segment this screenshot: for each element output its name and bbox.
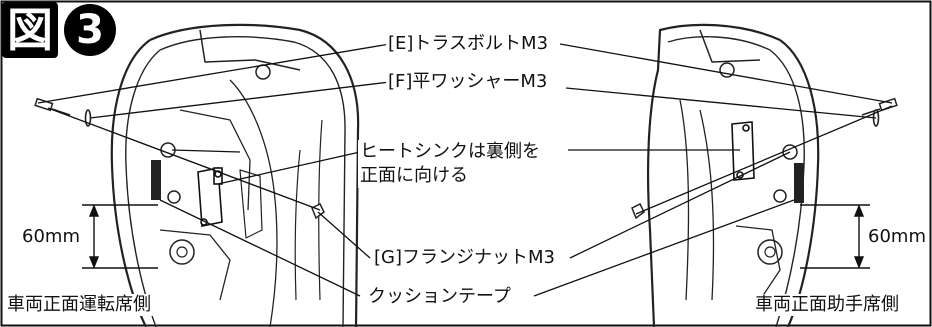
callout-flange-nut: [G]フランジナットM3 (372, 247, 557, 269)
right-cushion-tape (794, 163, 804, 203)
left-mirror-housing (110, 23, 360, 327)
right-mirror-housing (646, 23, 820, 327)
callout-truss-bolt: [E]トラスボルトM3 (386, 33, 551, 55)
caption-passenger-side: 車両正面助手席側 (752, 294, 902, 316)
left-leader-lines (37, 43, 391, 297)
left-heatsink (197, 167, 223, 227)
left-cushion-tape (151, 160, 161, 200)
callout-heatsink: ヒートシンクは裏側を 正面に向ける (358, 140, 542, 188)
figure-kanji: 図 (2, 2, 58, 58)
callout-flat-washer: [F]平ワッシャーM3 (386, 71, 550, 93)
dimension-left-label: 60mm (20, 226, 82, 248)
callout-cushion-tape: クッションテープ (366, 286, 513, 308)
caption-driver-side: 車両正面運転席側 (4, 294, 154, 316)
figure-number-badge: 図 3 (2, 2, 120, 58)
callout-heatsink-line1: ヒートシンクは裏側を (360, 141, 540, 162)
left-dimension (82, 204, 158, 269)
right-leader-lines (533, 43, 893, 297)
dimension-right-label: 60mm (866, 226, 928, 248)
figure-number: 3 (64, 4, 116, 56)
right-flange-nut (631, 202, 645, 220)
right-heatsink (731, 121, 755, 181)
callout-heatsink-line2: 正面に向ける (360, 165, 468, 186)
right-dimension (800, 204, 870, 269)
